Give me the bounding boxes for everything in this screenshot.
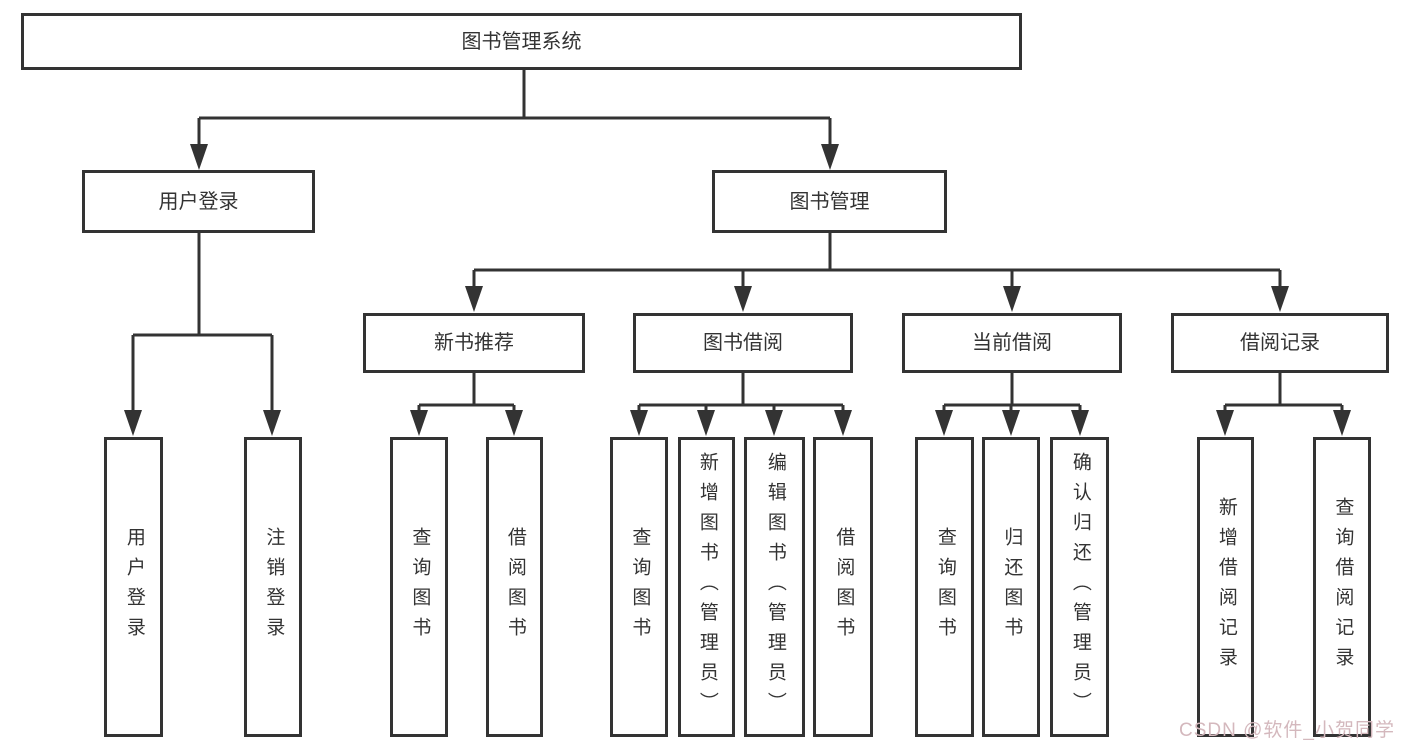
node-book-borrow: 图书借阅 <box>633 313 853 373</box>
leaf-edit-books-admin: 编辑图书（管理员） <box>744 437 805 737</box>
leaf-return-books: 归还图书 <box>982 437 1040 737</box>
node-current-borrow: 当前借阅 <box>902 313 1122 373</box>
node-new-book-recommend: 新书推荐 <box>363 313 585 373</box>
csdn-watermark: CSDN @软件_小贺同学 <box>1179 720 1395 741</box>
leaf-borrow-books-recommend: 借阅图书 <box>486 437 543 737</box>
node-library-management-system: 图书管理系统 <box>21 13 1022 70</box>
leaf-user-login: 用户登录 <box>104 437 163 737</box>
leaf-query-books-borrow: 查询图书 <box>610 437 668 737</box>
leaf-query-borrow-record: 查询借阅记录 <box>1313 437 1371 737</box>
leaf-query-books-current: 查询图书 <box>915 437 974 737</box>
leaf-add-books-admin: 新增图书（管理员） <box>678 437 735 737</box>
node-borrow-records: 借阅记录 <box>1171 313 1389 373</box>
node-book-management: 图书管理 <box>712 170 947 233</box>
leaf-confirm-return-admin: 确认归还（管理员） <box>1050 437 1109 737</box>
leaf-query-books-recommend: 查询图书 <box>390 437 448 737</box>
leaf-add-borrow-record: 新增借阅记录 <box>1197 437 1254 737</box>
node-user-login: 用户登录 <box>82 170 315 233</box>
leaf-logout: 注销登录 <box>244 437 302 737</box>
leaf-borrow-books-borrow: 借阅图书 <box>813 437 873 737</box>
